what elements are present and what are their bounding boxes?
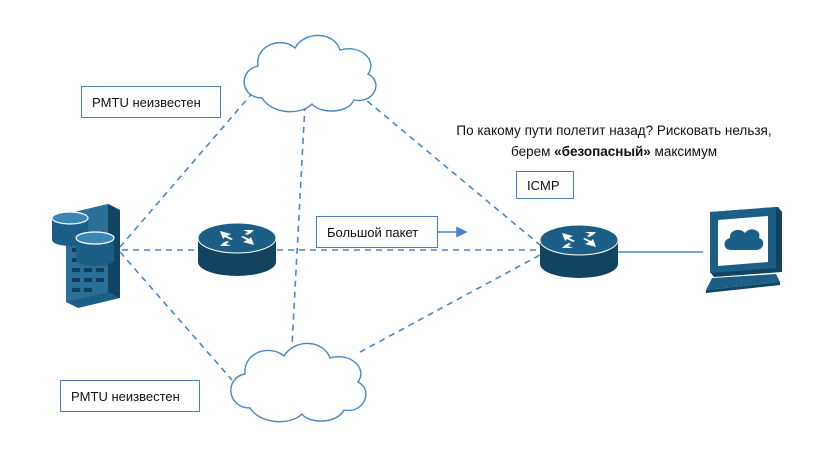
icmp-label: ICMP [516,171,574,199]
pmtu-bottom-text: PMTU неизвестен [71,388,180,404]
server-icon [51,204,120,308]
pmtu-bottom-label: PMTU неизвестен [60,380,200,412]
cloud-bottom [230,342,367,423]
big-packet-label: Большой пакет [316,216,438,248]
link-bottom-cloud-right-router [359,254,541,353]
computer-icon [706,207,782,293]
note-line-2-suffix: максимум [650,144,717,159]
return-path-note: По какому пути полетит назад? Рисковать … [448,120,780,162]
note-line-1: По какому пути полетит назад? Рисковать … [456,123,772,138]
big-packet-text: Большой пакет [327,224,419,240]
links [119,79,541,381]
note-line-2-bold: «безопасный» [554,144,651,159]
icmp-text: ICMP [527,177,560,193]
pmtu-top-label: PMTU неизвестен [81,86,221,118]
router-right-icon [539,224,619,278]
link-server-top-cloud [119,89,256,248]
note-line-2-prefix: берем [511,144,555,159]
note-line-2: берем «безопасный» максимум [448,141,780,162]
router-left-icon [197,222,277,276]
pmtu-top-text: PMTU неизвестен [92,94,201,110]
link-top-cloud-right-router [341,79,541,246]
link-top-cloud-bottom-cloud [291,104,306,346]
cloud-top [243,34,377,113]
